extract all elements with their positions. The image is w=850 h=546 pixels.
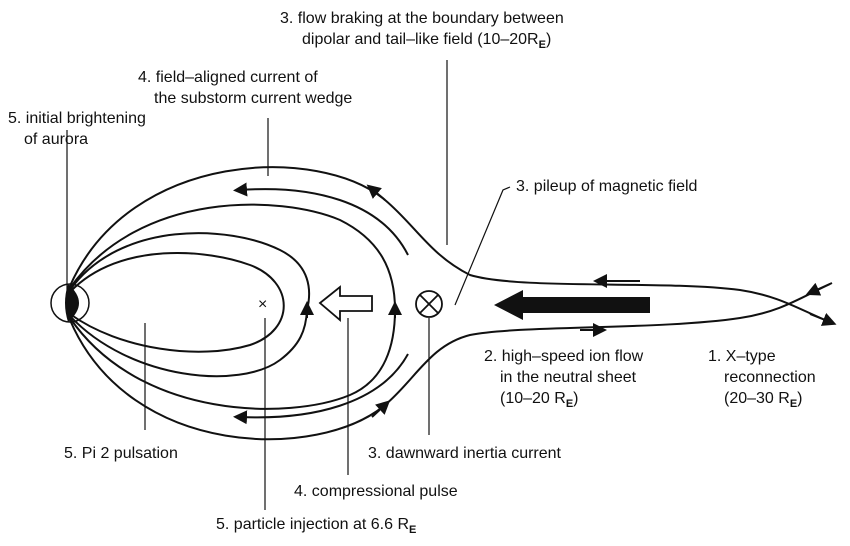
label-flow-braking-line2-text: dipolar and tail–like field (10–20R (302, 31, 539, 48)
label-field-aligned-current-line1: 4. field–aligned current of (138, 69, 318, 86)
label-pi2-pulsation: 5. Pi 2 pulsation (64, 445, 178, 462)
label-high-speed-flow-close: ) (573, 390, 579, 407)
label-high-speed-flow-range: (10–20 R (500, 390, 566, 407)
label-x-type-close: ) (797, 390, 803, 407)
label-initial-brightening-line1: 5. initial brightening (8, 110, 146, 127)
label-particle-injection: 5. particle injection at 6.6 RE (216, 514, 416, 541)
label-field-aligned-current-line2: the substorm current wedge (154, 90, 353, 107)
label-initial-brightening-line2: of aurora (24, 131, 89, 148)
label-x-type-line1: 1. X–type (708, 348, 776, 365)
field-line-third (69, 203, 396, 311)
label-pileup: 3. pileup of magnetic field (516, 178, 698, 195)
high-speed-flow-arrow-icon (494, 290, 650, 320)
label-high-speed-flow: 2. high–speed ion flow in the neutral sh… (484, 346, 643, 415)
label-high-speed-flow-line3: (10–20 RE) (484, 388, 643, 415)
label-flow-braking: 3. flow braking at the boundary between … (280, 8, 564, 56)
label-high-speed-flow-line2: in the neutral sheet (500, 369, 637, 386)
label-flow-braking-line1: 3. flow braking at the boundary between (280, 10, 564, 27)
earth-nightside (65, 284, 79, 322)
label-compressional-pulse: 4. compressional pulse (294, 483, 458, 500)
subscript-e: E (409, 524, 417, 536)
label-field-aligned-current: 4. field–aligned current of the substorm… (138, 67, 352, 109)
field-line-third-lower (69, 309, 396, 410)
label-flow-braking-line2: dipolar and tail–like field (10–20RE) (280, 31, 552, 51)
field-line-outer-bottom (69, 283, 831, 441)
label-flow-braking-close: ) (545, 31, 552, 48)
field-line-inner (69, 252, 285, 353)
label-x-type-range: (20–30 R (724, 390, 790, 407)
subscript-e: E (565, 398, 574, 410)
subscript-e: E (789, 398, 798, 410)
label-dawnward-current: 3. dawnward inertia current (368, 445, 561, 462)
label-particle-injection-text: 5. particle injection at 6.6 R (216, 516, 409, 533)
label-x-type-reconnection: 1. X–type reconnection (20–30 RE) (708, 346, 816, 415)
label-x-type-line2: reconnection (724, 369, 816, 386)
label-high-speed-flow-line1: 2. high–speed ion flow (484, 348, 644, 365)
label-x-type-line3: (20–30 RE) (708, 388, 816, 415)
compressional-pulse-arrow-icon (318, 285, 373, 322)
current-wedge-top (233, 182, 409, 256)
injection-point-icon: × (258, 296, 267, 313)
field-line-outer-top (69, 166, 831, 323)
subscript-e: E (538, 39, 546, 51)
field-line-second (69, 232, 311, 311)
label-initial-brightening: 5. initial brightening of aurora (8, 108, 146, 150)
current-into-page-icon (415, 290, 443, 318)
field-line-second-lower (69, 309, 308, 378)
